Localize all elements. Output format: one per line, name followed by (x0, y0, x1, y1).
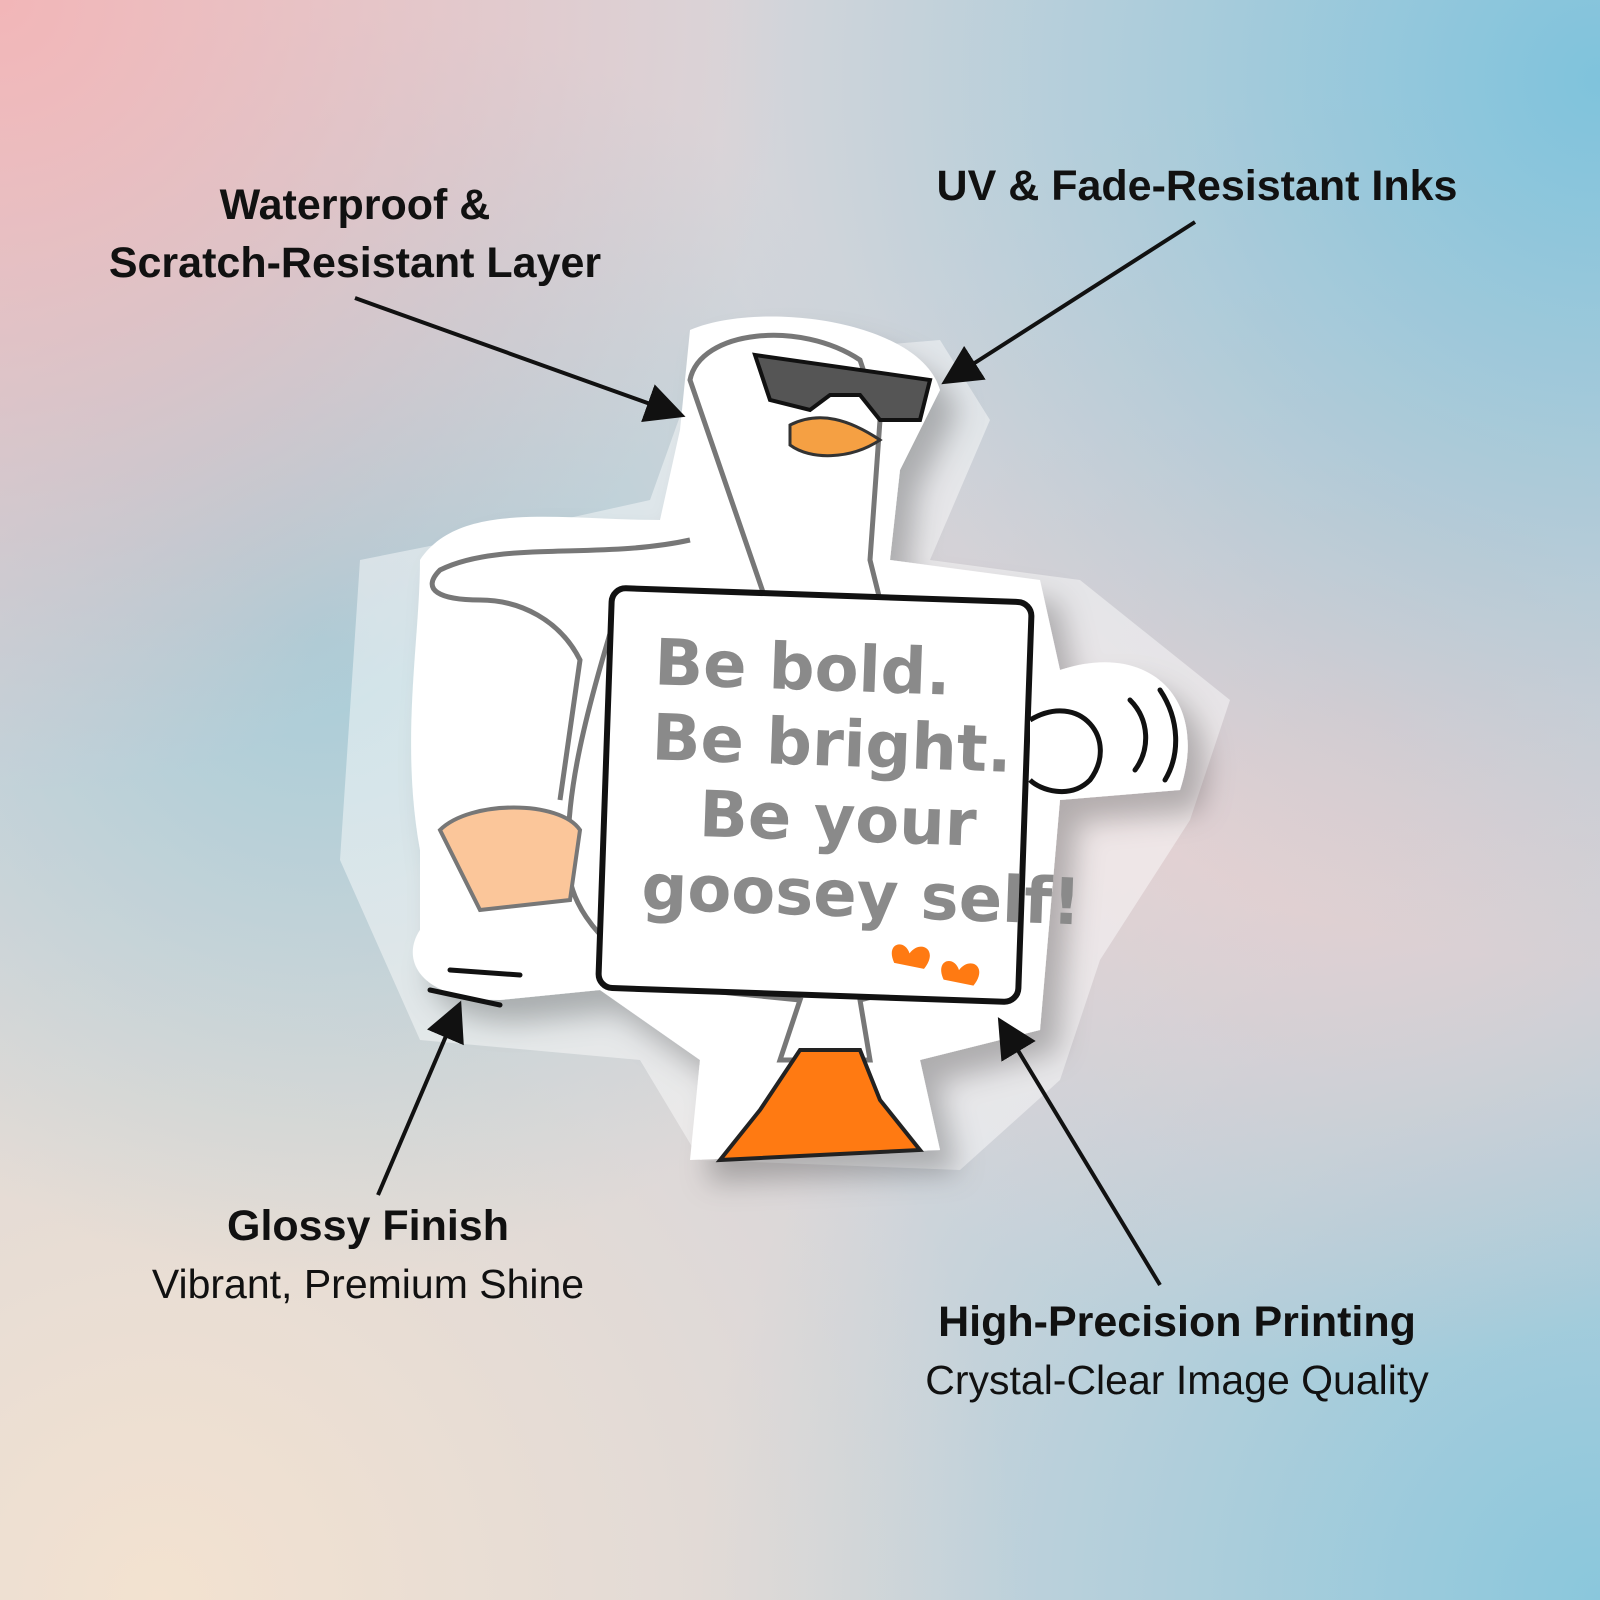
callout-precision: High-Precision Printing Crystal-Clear Im… (925, 1293, 1429, 1409)
arrow-precision (997, 1017, 1162, 1287)
goose-foot (715, 1048, 925, 1163)
callout-glossy-subtitle: Vibrant, Premium Shine (151, 1261, 585, 1307)
callout-waterproof-line1: Waterproof & (219, 181, 491, 229)
arrow-waterproof (354, 296, 686, 423)
callout-glossy-title: Glossy Finish (227, 1202, 509, 1250)
sign-board: Be bold. Be bright. Be your goosey self! (595, 585, 1082, 1005)
callout-uv-title: UV & Fade-Resistant Inks (936, 162, 1458, 210)
goose-beak (788, 416, 883, 458)
motion-lines-icon (427, 967, 523, 1008)
goose-wing-tip (437, 805, 583, 913)
arrow-glossy (376, 1000, 464, 1196)
sign-line-4: goosey self! (640, 851, 1082, 940)
sunglasses-icon (752, 352, 933, 422)
callout-waterproof-line2: Scratch-Resistant Layer (108, 239, 602, 287)
sign-line-2: Be bright. (651, 701, 1013, 788)
footprint-icon (941, 961, 980, 986)
sign-line-3: Be your (698, 778, 978, 862)
footprint-icon (891, 944, 930, 969)
goose-wing-left (429, 537, 691, 801)
sign-line-1: Be bold. (653, 626, 952, 710)
arrow-uv (941, 220, 1197, 385)
callout-precision-title: High-Precision Printing (938, 1298, 1416, 1346)
motion-lines-icon (1127, 687, 1179, 783)
goose-hand-right (1028, 708, 1103, 795)
callout-waterproof: Waterproof & Scratch-Resistant Layer (109, 176, 601, 292)
callout-precision-subtitle: Crystal-Clear Image Quality (925, 1357, 1429, 1403)
callout-glossy: Glossy Finish Vibrant, Premium Shine (152, 1197, 584, 1313)
